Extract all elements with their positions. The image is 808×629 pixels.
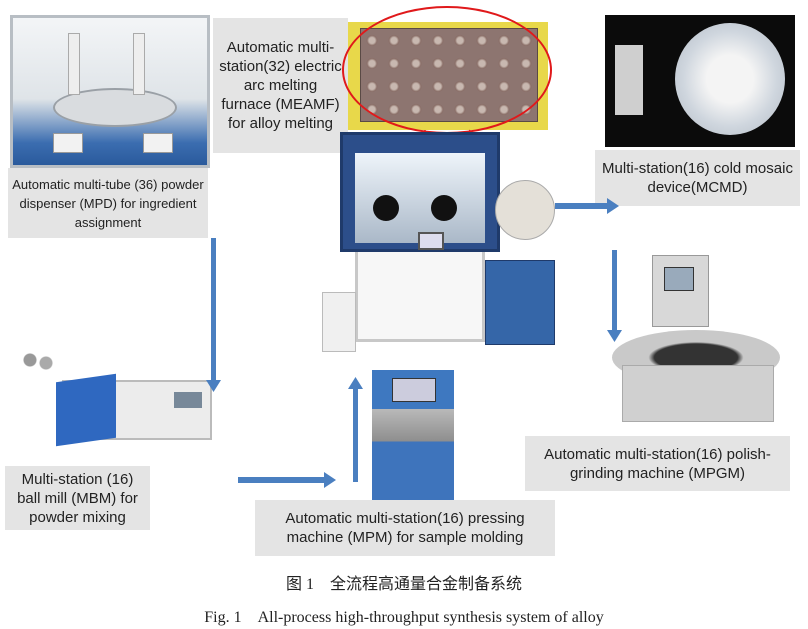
mbm-label: Multi-station (16) ball mill (MBM) for p… xyxy=(5,466,150,530)
caption-chinese: 图 1 全流程高通量合金制备系统 xyxy=(285,576,522,593)
mpm-label: Automatic multi-station(16) pressing mac… xyxy=(255,500,555,556)
chiller-unit xyxy=(322,292,356,352)
mpgm-label: Automatic multi-station(16) polish-grind… xyxy=(525,436,790,491)
mpgm-photo xyxy=(612,255,782,425)
mbm-photo xyxy=(56,373,212,447)
mcmd-label: Multi-station(16) cold mosaic device(MCM… xyxy=(595,150,800,206)
glovebox-screen xyxy=(418,232,444,250)
glovebox-control-unit xyxy=(485,260,555,345)
glovebox-antechamber xyxy=(495,180,555,240)
arrow-mpm-up xyxy=(348,377,363,482)
mbm-jars xyxy=(18,348,58,378)
arrow-glovebox-to-mcmd xyxy=(555,198,619,214)
mpd-photo xyxy=(10,15,210,168)
mpm-photo xyxy=(372,370,454,500)
arrow-mbm-to-mpm xyxy=(238,472,336,488)
glovebox-stand xyxy=(355,252,485,342)
arrow-mpd-to-mbm xyxy=(206,238,221,392)
meamf-label: Automatic multi-station(32) electric arc… xyxy=(213,18,348,153)
caption-english: Fig. 1 All-process high-throughput synth… xyxy=(204,609,604,626)
arrow-mcmd-to-mpgm xyxy=(607,250,622,342)
mcmd-photo xyxy=(605,15,795,147)
mpd-label: Automatic multi-tube (36) powder dispens… xyxy=(8,168,208,238)
